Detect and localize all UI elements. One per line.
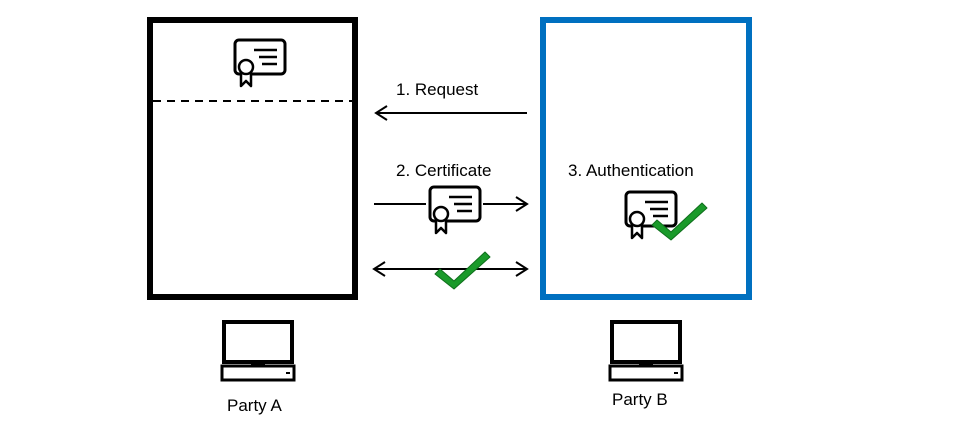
step-certificate-label: 2. Certificate (396, 161, 492, 180)
computer-icon (608, 320, 684, 382)
party-b-label: Party B (612, 390, 668, 409)
checkmark-icon (434, 251, 491, 290)
step-request-label: 1. Request (396, 80, 479, 99)
party-a-label: Party A (227, 396, 282, 415)
step-authentication-label: 3. Authentication (568, 161, 694, 180)
certificate-arrow (374, 196, 529, 212)
computer-icon (220, 320, 296, 382)
request-arrow (374, 105, 527, 121)
party-b-box (540, 17, 752, 300)
certificate-icon (428, 185, 482, 235)
bidirectional-arrow (372, 261, 529, 277)
